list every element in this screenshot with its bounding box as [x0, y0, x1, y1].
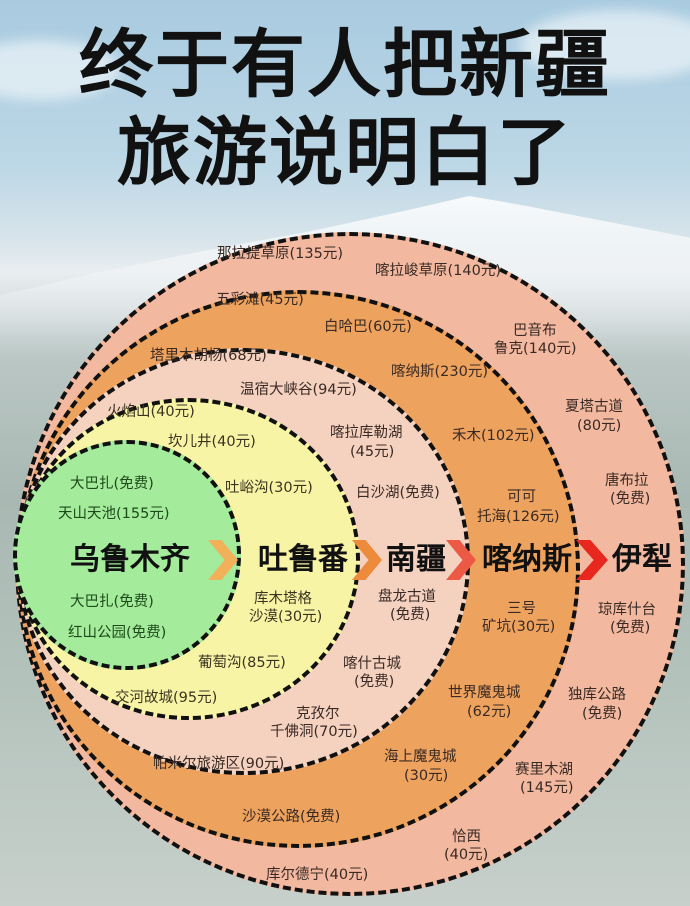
spot-label: 塔里木胡杨(68元): [150, 348, 267, 364]
spot-label: (40元): [444, 847, 489, 863]
spot-label: (免费): [354, 674, 395, 690]
spot-label: 矿坑(30元): [482, 619, 556, 635]
spot-label: (62元): [467, 704, 512, 720]
spot-label: 白沙湖(免费): [356, 485, 440, 501]
spot-label: 吐峪沟(30元): [225, 480, 313, 496]
region-label-urumqi: 乌鲁木齐: [70, 542, 190, 577]
spot-label: 三号: [507, 601, 536, 617]
cloud: [520, 10, 690, 80]
spot-label: 鲁克(140元): [494, 341, 577, 357]
spot-label: 唐布拉: [605, 473, 649, 489]
spot-label: 白哈巴(60元): [324, 319, 412, 335]
spot-label: (免费): [610, 620, 651, 636]
spot-label: (45元): [350, 444, 395, 460]
spot-label: 喀拉库勒湖: [330, 425, 403, 441]
spot-label: 红山公园(免费): [68, 625, 167, 641]
spot-label: (30元): [404, 768, 449, 784]
spot-label: 那拉提草原(135元): [217, 246, 343, 262]
spot-label: 夏塔古道: [565, 399, 623, 415]
spot-label: 葡萄沟(85元): [198, 655, 286, 671]
spot-label: 库尔德宁(40元): [266, 867, 369, 883]
ring-urumqi: [13, 440, 241, 670]
spot-label: 库木塔格: [254, 591, 312, 607]
spot-label: (免费): [390, 607, 431, 623]
region-label-south-xinjiang: 南疆: [386, 542, 446, 577]
spot-label: 琼库什台: [598, 602, 656, 618]
spot-label: 盘龙古道: [378, 589, 436, 605]
spot-label: 可可: [507, 489, 536, 505]
spot-label: (免费): [610, 491, 651, 507]
spot-label: 大巴扎(免费): [70, 594, 154, 610]
spot-label: 托海(126元): [477, 509, 560, 525]
spot-label: 世界魔鬼城: [448, 685, 521, 701]
spot-label: 喀纳斯(230元): [391, 364, 488, 380]
spot-label: 坎儿井(40元): [168, 434, 256, 450]
spot-label: 温宿大峡谷(94元): [240, 382, 357, 398]
spot-label: (145元): [520, 780, 574, 796]
spot-label: 喀拉峻草原(140元): [375, 263, 501, 279]
spot-label: 五彩滩(45元): [216, 292, 304, 308]
spot-label: 克孜尔: [296, 706, 340, 722]
region-label-ili: 伊犁: [612, 542, 672, 577]
spot-label: 火焰山(40元): [107, 404, 195, 420]
spot-label: 海上魔鬼城: [384, 749, 457, 765]
spot-label: 禾木(102元): [452, 428, 535, 444]
title-line-1: 终于有人把新疆: [79, 22, 611, 108]
spot-label: 恰西: [452, 829, 481, 845]
spot-label: 独库公路: [568, 687, 626, 703]
region-label-kanas: 喀纳斯: [482, 542, 572, 577]
spot-label: 沙漠公路(免费): [242, 809, 341, 825]
spot-label: (免费): [582, 706, 623, 722]
spot-label: 帕米尔旅游区(90元): [153, 756, 285, 772]
title-line-2: 旅游说明白了: [117, 110, 573, 196]
spot-label: 赛里木湖: [515, 762, 573, 778]
spot-label: 巴音布: [513, 323, 557, 339]
spot-label: 大巴扎(免费): [70, 476, 154, 492]
spot-label: 交河故城(95元): [115, 690, 218, 706]
spot-label: 天山天池(155元): [58, 506, 170, 522]
spot-label: 千佛洞(70元): [270, 724, 358, 740]
spot-label: (80元): [577, 418, 622, 434]
spot-label: 喀什古城: [343, 656, 401, 672]
spot-label: 沙漠(30元): [249, 609, 323, 625]
region-label-turpan: 吐鲁番: [258, 542, 348, 577]
